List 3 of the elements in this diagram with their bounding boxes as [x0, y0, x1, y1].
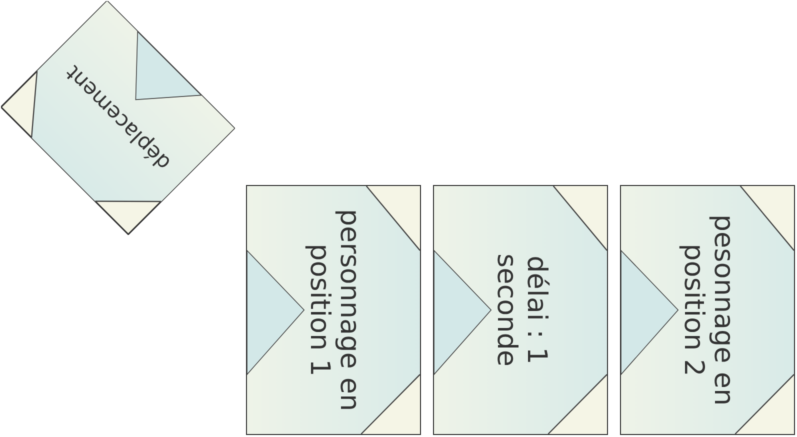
tile-label: personnage en position 1: [304, 208, 364, 414]
tile-label: pesonnage en position 2: [678, 213, 738, 408]
tile-label: délai : 1 seconde: [490, 252, 550, 368]
